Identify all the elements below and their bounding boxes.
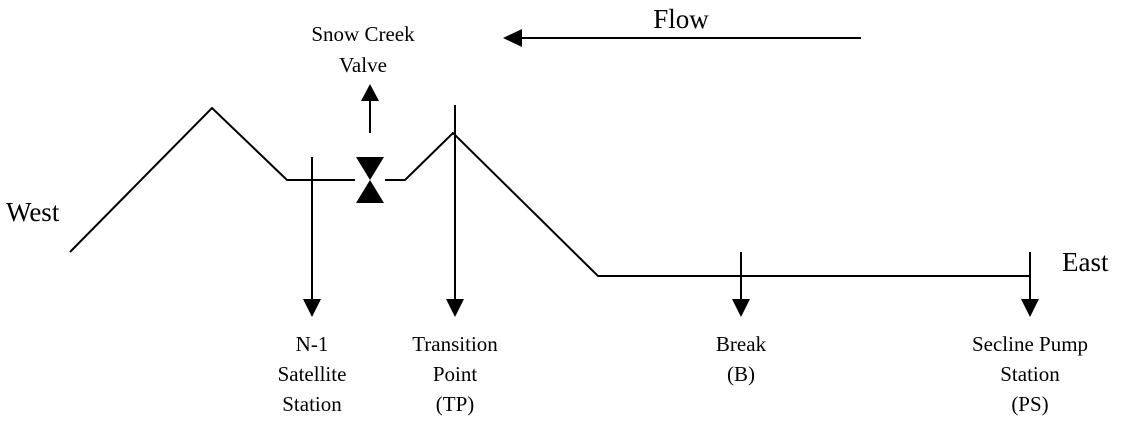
valve-label-line1: Snow Creek xyxy=(311,22,415,46)
valve-symbol-top xyxy=(356,157,384,180)
west-label: West xyxy=(6,197,60,227)
valve-up-arrow-head xyxy=(361,84,379,101)
ps-label-line2: Station xyxy=(1000,362,1060,386)
flow-arrow-head xyxy=(503,29,522,47)
tp-arrow-head xyxy=(446,299,464,317)
pipeline-profile-east xyxy=(385,131,1030,277)
n1-label-line3: Station xyxy=(282,392,342,416)
tp-label-line3: (TP) xyxy=(436,392,475,416)
ps-label-line1: Secline Pump xyxy=(972,332,1088,356)
tp-label-line1: Transition xyxy=(412,332,498,356)
flow-label: Flow xyxy=(653,4,709,34)
ps-label-line3: (PS) xyxy=(1011,392,1048,416)
valve-label-line2: Valve xyxy=(339,53,387,77)
ps-arrow-head xyxy=(1021,299,1039,317)
east-label: East xyxy=(1062,247,1109,277)
break-label-line2: (B) xyxy=(727,362,755,386)
tp-label-line2: Point xyxy=(433,362,478,386)
pipeline-profile-west xyxy=(69,106,355,253)
valve-symbol-bottom xyxy=(356,180,384,203)
n1-label-line2: Satellite xyxy=(278,362,347,386)
break-label-line1: Break xyxy=(716,332,767,356)
n1-label-line1: N-1 xyxy=(296,332,329,356)
break-arrow-head xyxy=(732,299,750,317)
n1-arrow-head xyxy=(303,299,321,317)
